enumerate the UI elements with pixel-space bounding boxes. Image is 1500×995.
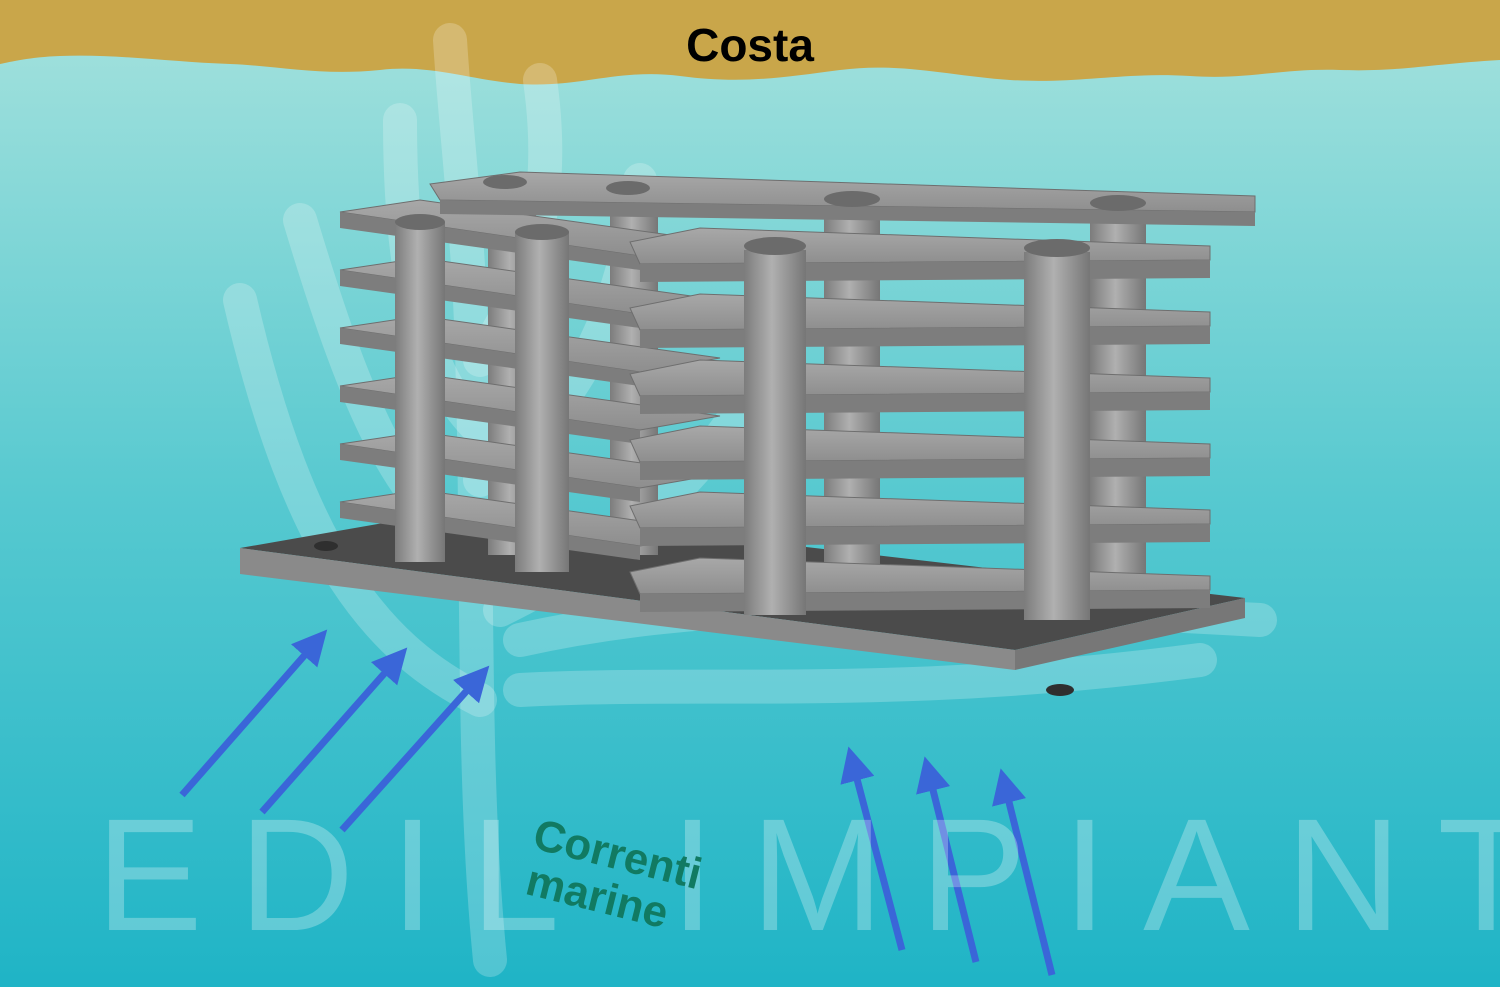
coast-label: Costa [686, 19, 814, 71]
currents-arrows-left [179, 629, 490, 833]
current-arrow [840, 746, 906, 951]
currents-arrows-bottom [840, 746, 1056, 976]
watermark-brand: EDIL IMPIANTI [96, 785, 1500, 964]
reef-columns-front [395, 222, 1090, 620]
reef-slab-top-edge [440, 200, 1255, 226]
coast-band [0, 0, 1500, 85]
current-arrow [339, 665, 490, 833]
current-arrow [179, 629, 328, 798]
current-arrow [992, 768, 1056, 976]
watermark-text: EDIL IMPIANTI2 [96, 790, 1500, 960]
reef-column-caps [395, 175, 1146, 257]
current-arrow [259, 647, 408, 815]
current-arrow [916, 756, 980, 963]
